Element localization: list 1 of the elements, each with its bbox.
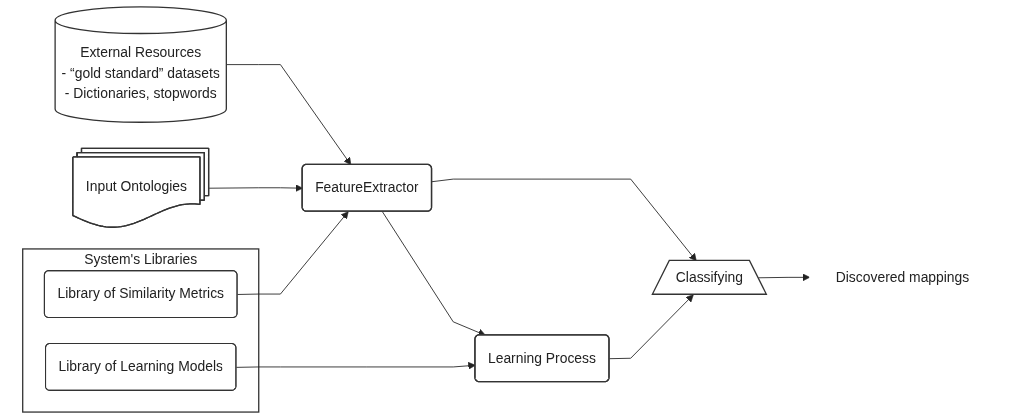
node-text: Discovered mappings [835,269,970,285]
